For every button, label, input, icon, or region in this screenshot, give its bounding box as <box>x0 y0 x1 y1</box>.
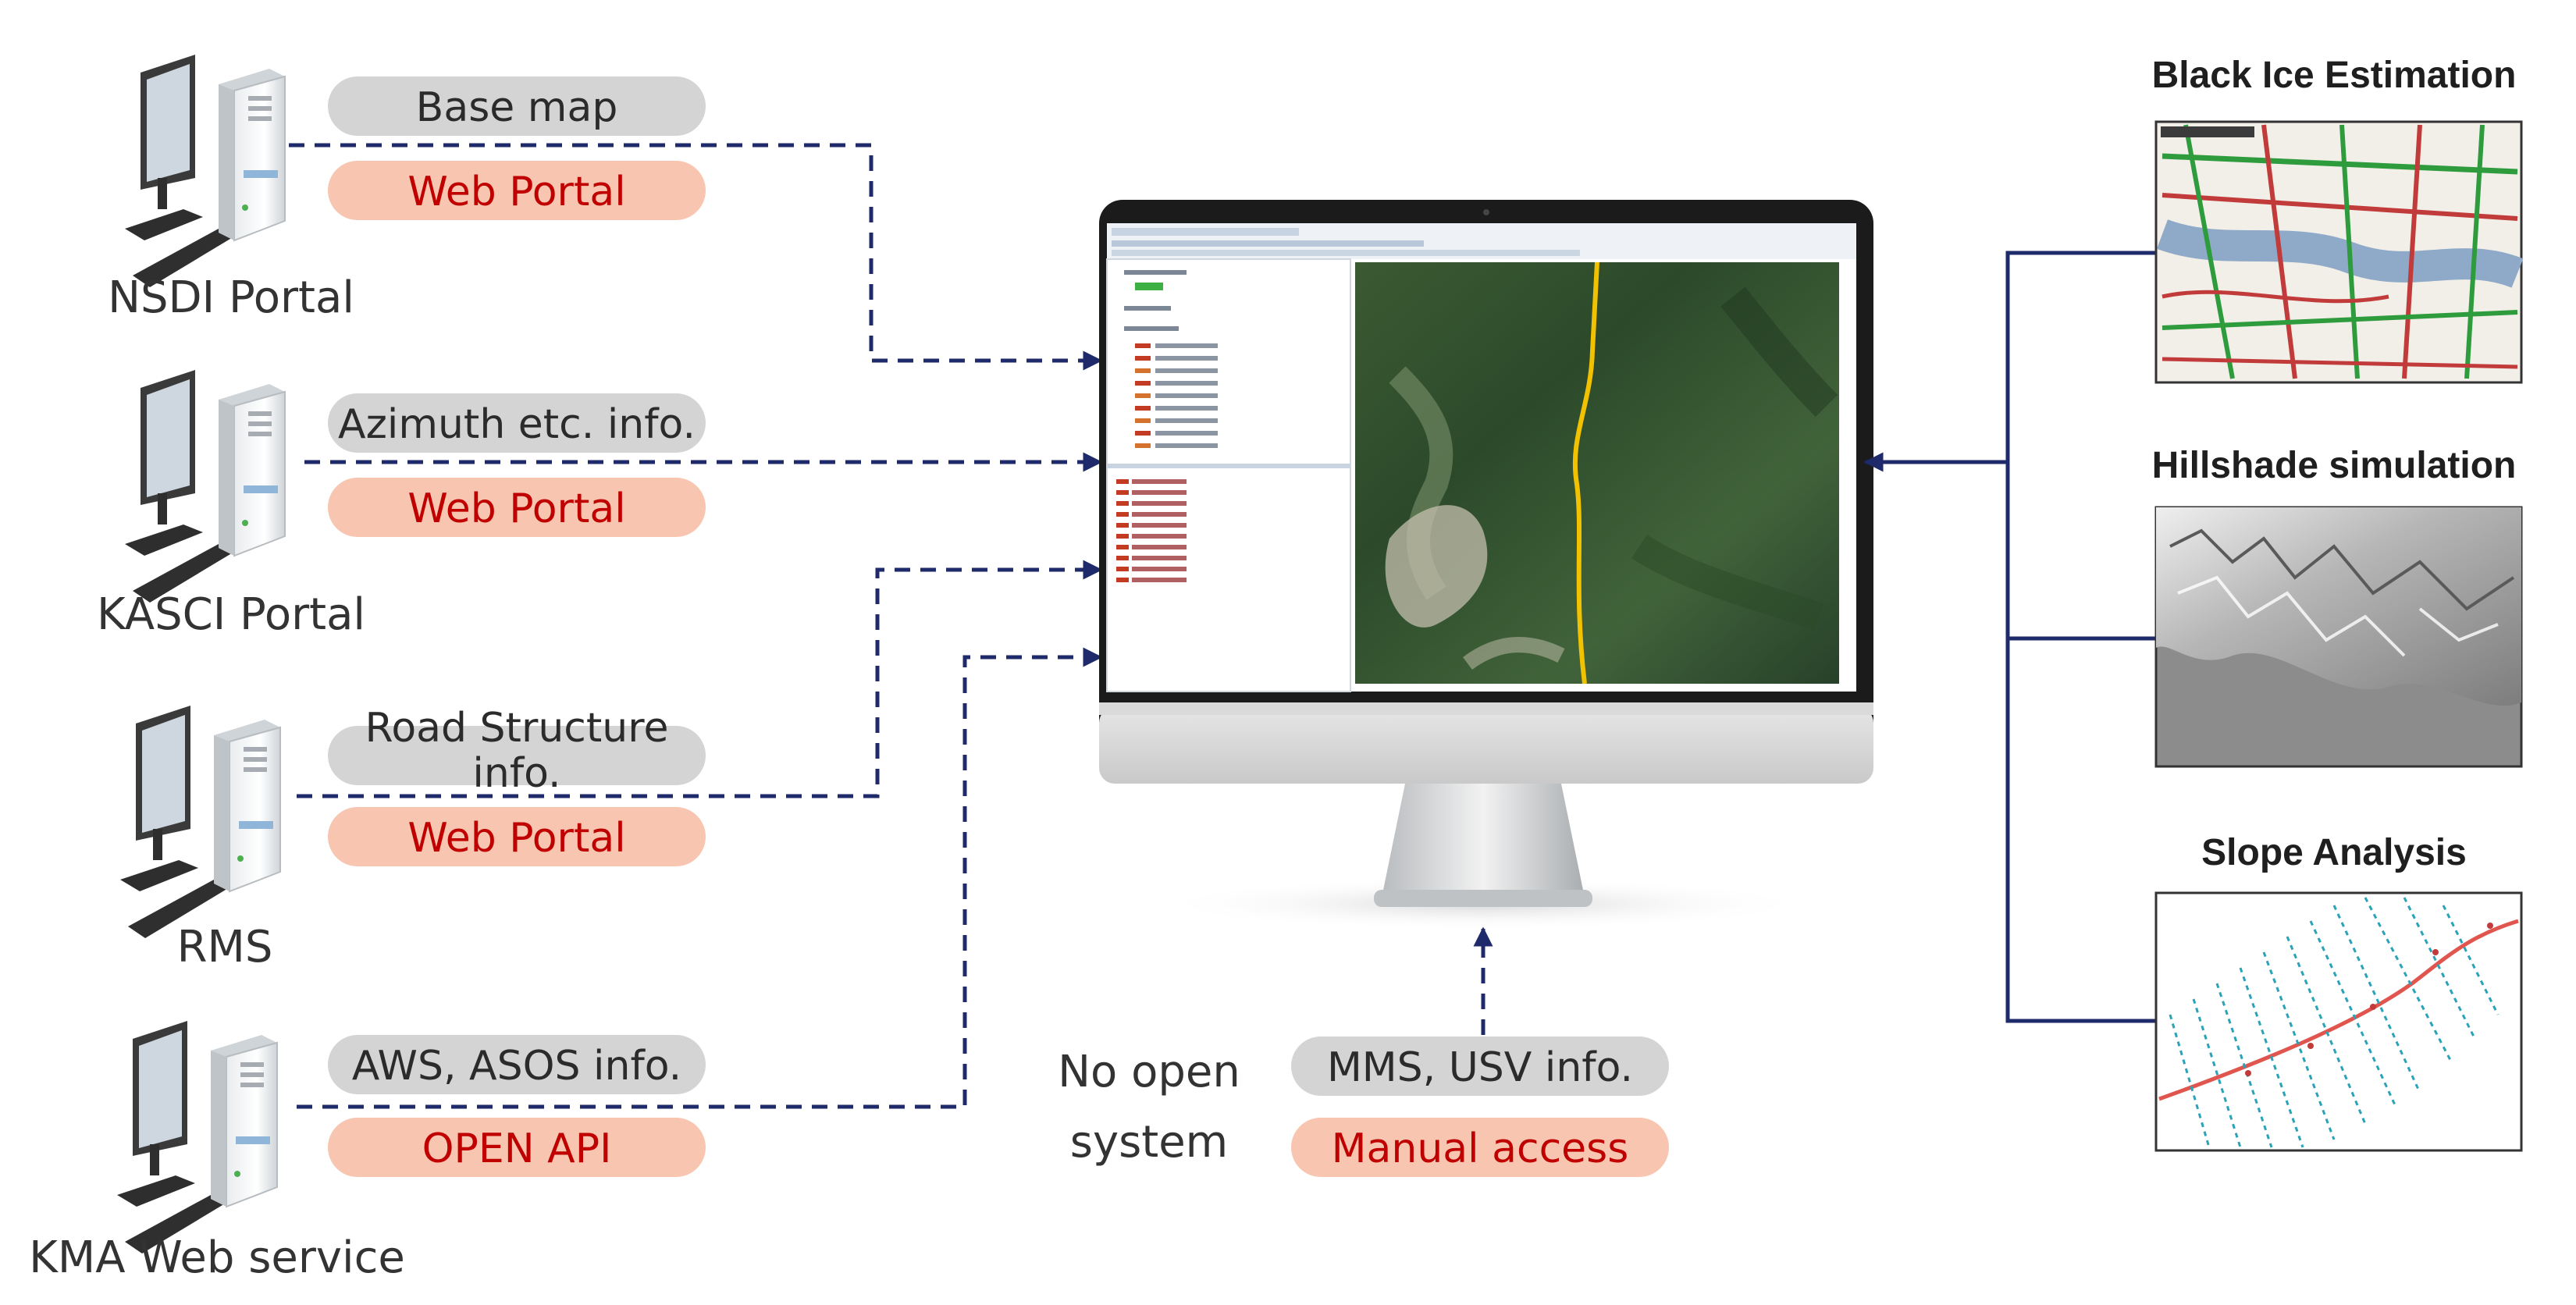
manual-label-line-2: system <box>1070 1117 1228 1168</box>
source-rms: Road Structure info. Web Portal RMS <box>119 705 706 973</box>
source-name: KMA Web service <box>29 1232 405 1283</box>
connector-kma <box>297 647 1103 1109</box>
output-slope-analysis: Slope Analysis <box>2154 832 2523 1152</box>
hillshade-thumbnail <box>2154 506 2523 768</box>
rms-computer-icon <box>119 705 281 939</box>
connector-nsdi <box>289 143 1103 371</box>
access-pill <box>328 1118 706 1177</box>
info-pill <box>328 76 706 136</box>
source-name: RMS <box>177 922 273 973</box>
source-name: NSDI Portal <box>108 272 354 323</box>
info-pill <box>328 393 706 453</box>
monitor-base <box>1374 890 1592 907</box>
kma-computer-icon <box>116 1020 278 1254</box>
output-title: Slope Analysis <box>2201 832 2467 873</box>
kasci-computer-icon <box>124 369 286 603</box>
access-label: OPEN API <box>422 1125 612 1172</box>
access-label: Web Portal <box>407 485 625 532</box>
manual-label-line-1: No open <box>1058 1047 1240 1097</box>
connector-rms <box>297 560 1103 798</box>
info-label: Azimuth etc. info. <box>338 401 696 448</box>
access-pill <box>328 161 706 220</box>
output-black-ice-estimation: Black Ice Estimation <box>2152 55 2524 384</box>
gis-monitor <box>1099 200 1873 930</box>
access-label: Web Portal <box>407 815 625 862</box>
output-title: Black Ice Estimation <box>2152 55 2517 96</box>
info-pill <box>328 726 706 785</box>
output-hillshade-simulation: Hillshade simulation <box>2152 445 2523 768</box>
source-nsdi-portal: Base map Web Portal NSDI Portal <box>108 54 706 323</box>
road-route <box>1572 261 1599 685</box>
manual-source: No open system MMS, USV info. Manual acc… <box>1058 1037 1669 1177</box>
info-label: AWS, ASOS info. <box>352 1043 681 1090</box>
manual-info-label: MMS, USV info. <box>1327 1044 1633 1091</box>
manual-access-pill <box>1291 1118 1669 1177</box>
source-name: KASCI Portal <box>97 589 365 640</box>
info-pill <box>328 1035 706 1094</box>
info-label: Base map <box>416 84 618 131</box>
road-map-thumbnail <box>2154 120 2524 384</box>
slope-analysis-thumbnail <box>2154 891 2523 1152</box>
manual-access-label: Manual access <box>1332 1125 1629 1172</box>
output-title: Hillshade simulation <box>2152 445 2517 486</box>
access-label: Web Portal <box>407 169 625 215</box>
access-pill <box>328 478 706 537</box>
nsdi-computer-icon <box>124 54 286 288</box>
info-label-line-1: Road Structure <box>365 705 669 752</box>
source-kma-web-service: AWS, ASOS info. OPEN API KMA Web service <box>29 1020 706 1283</box>
source-kasci-portal: Azimuth etc. info. Web Portal KASCI Port… <box>97 369 706 640</box>
info-label-line-2: info. <box>472 750 560 797</box>
access-pill <box>328 807 706 866</box>
layer-tree <box>1116 270 1218 582</box>
manual-info-pill <box>1291 1037 1669 1096</box>
monitor-chin <box>1099 707 1873 784</box>
monitor-stand <box>1382 784 1585 898</box>
